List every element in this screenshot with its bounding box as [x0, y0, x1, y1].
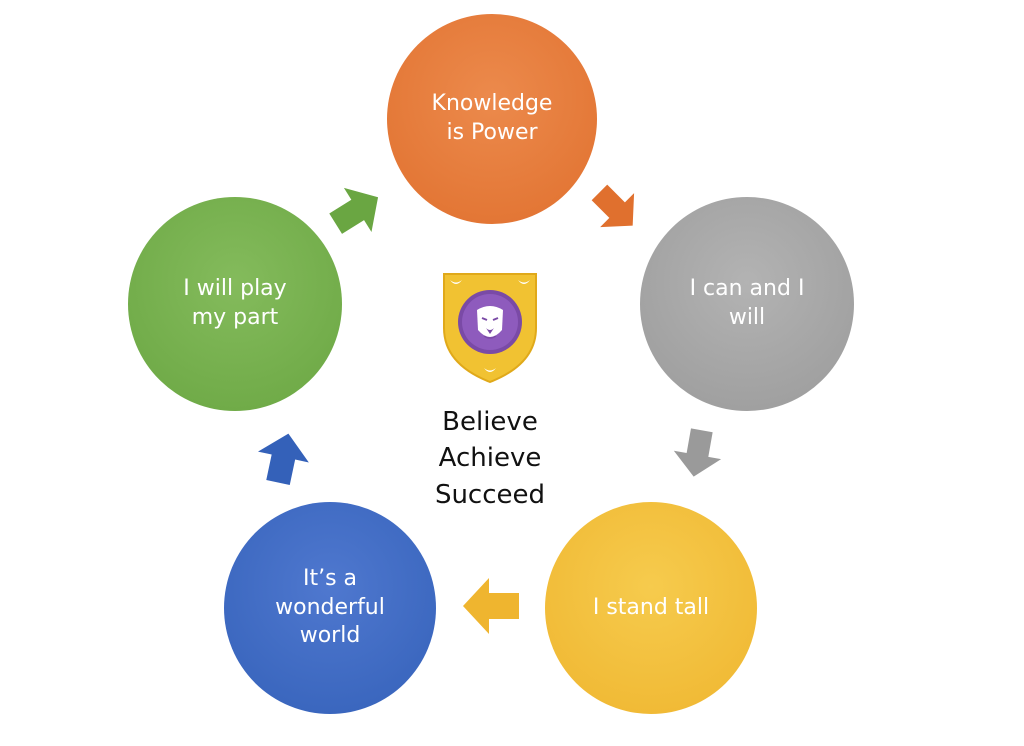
motto-line: Believe: [442, 407, 538, 437]
center-motto: Believe Achieve Succeed: [390, 404, 590, 513]
arrow-stand-to-wonder: [463, 578, 519, 634]
node-label: I stand tall: [592, 594, 710, 620]
arrow-knowledge-to-ican: [591, 184, 635, 228]
node-label: I will play my part: [183, 276, 287, 330]
node-knowledge-is-power: Knowledge is Power: [387, 14, 597, 224]
node-play-my-part: I will play my part: [128, 197, 342, 411]
arrow-ican-to-stand: [673, 428, 722, 477]
motto-line: Achieve: [438, 443, 542, 474]
node-i-can-and-i-will: I can and I will: [640, 197, 854, 411]
node-label: Knowledge is Power: [431, 91, 553, 145]
node-label: It’s a wonderful world: [275, 566, 385, 649]
arrow-wonder-to-play: [257, 433, 309, 485]
lion-shield-crest-icon: [443, 273, 537, 384]
node-wonderful-world: It’s a wonderful world: [224, 502, 436, 714]
arrow-play-to-knowledge: [329, 187, 379, 234]
node-label: I can and I will: [689, 276, 805, 330]
motto-line: Succeed: [434, 479, 546, 510]
node-i-stand-tall: I stand tall: [545, 502, 757, 714]
